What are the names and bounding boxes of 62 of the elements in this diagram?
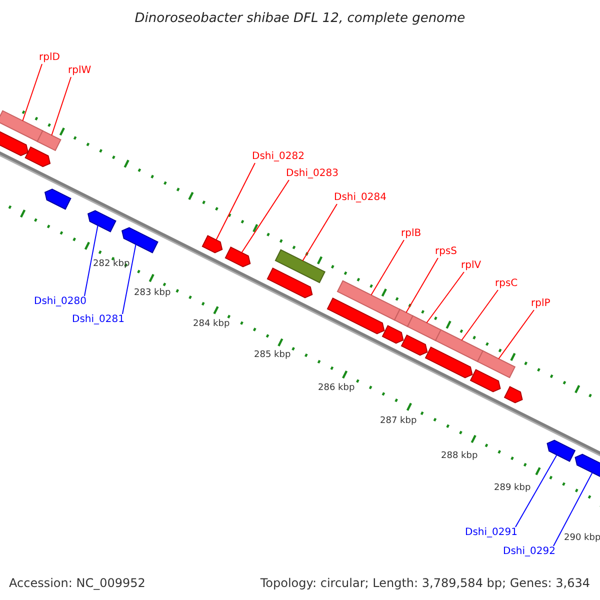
gene-label: Dshi_0283: [286, 168, 338, 180]
leader-line: [461, 290, 498, 341]
leader-line: [552, 472, 593, 546]
gene-bar: [36, 130, 62, 152]
gene-block: [266, 268, 313, 298]
gene-bar: [406, 315, 442, 342]
gene-block: [326, 298, 385, 334]
gene-block: [24, 146, 51, 168]
title: Dinoroseobacter shibae DFL 12, complete genome: [134, 10, 466, 28]
gene-block: [44, 188, 72, 210]
scale-label: 283 kbp: [134, 287, 171, 300]
scale-label: 290 kbp: [564, 532, 600, 545]
gene-label: rplV: [461, 260, 482, 272]
gene-block: [121, 227, 158, 254]
scale-label: 285 kbp: [254, 349, 291, 362]
leader-line: [514, 454, 558, 528]
gene-label: Dshi_0284: [334, 192, 386, 204]
gene-label: Dshi_0292: [503, 546, 556, 558]
gene-bar: [274, 249, 326, 284]
gene-label: Dshi_0281: [72, 314, 124, 326]
gene-bar: [0, 110, 44, 142]
leader-line: [216, 162, 256, 240]
leader-line: [302, 204, 338, 262]
gene-label: rplB: [401, 228, 422, 240]
gene-block: [202, 234, 223, 254]
footer-text: Accession: NC_009952: [9, 575, 146, 592]
gene-label: Dshi_0280: [34, 296, 86, 308]
gene-block: [400, 334, 428, 356]
gene-bar: [434, 329, 484, 362]
scale-label: 282 kbp: [93, 258, 130, 271]
scale-label: 286 kbp: [318, 382, 355, 395]
gene-label: Dshi_0282: [252, 151, 304, 163]
scale-label: 288 kbp: [441, 450, 478, 463]
leader-line: [122, 244, 136, 314]
leader-line: [84, 224, 98, 296]
gene-label: rpsS: [435, 246, 458, 258]
gene-block: [470, 369, 501, 392]
gene-bar: [476, 350, 516, 378]
gene-block: [224, 246, 251, 268]
scale-label: 284 kbp: [193, 318, 230, 331]
gene-block: [546, 440, 576, 462]
leader-line: [498, 310, 534, 360]
gene-label: rplP: [531, 298, 550, 310]
leader-line: [426, 272, 464, 324]
leader-line: [241, 180, 290, 254]
gene-label: rplD: [39, 52, 60, 64]
gene-block: [424, 346, 473, 378]
gene-bar: [394, 308, 414, 328]
scale-label: 289 kbp: [494, 482, 531, 495]
gene-block: [87, 210, 116, 232]
gene-block: [504, 386, 523, 404]
scale-label: 287 kbp: [380, 415, 417, 428]
footer-text: Topology: circular; Length: 3,789,584 bp; Genes: 3,634: [260, 575, 590, 592]
gene-label: rpsC: [495, 278, 518, 290]
gene-block: [382, 325, 404, 344]
leader-line: [406, 258, 438, 313]
gene-label: rplW: [68, 65, 92, 77]
gene-label: Dshi_0291: [465, 527, 518, 539]
leader-line: [51, 76, 72, 136]
leader-line: [22, 64, 42, 122]
gene-bar: [336, 280, 401, 321]
leader-line: [370, 240, 404, 296]
